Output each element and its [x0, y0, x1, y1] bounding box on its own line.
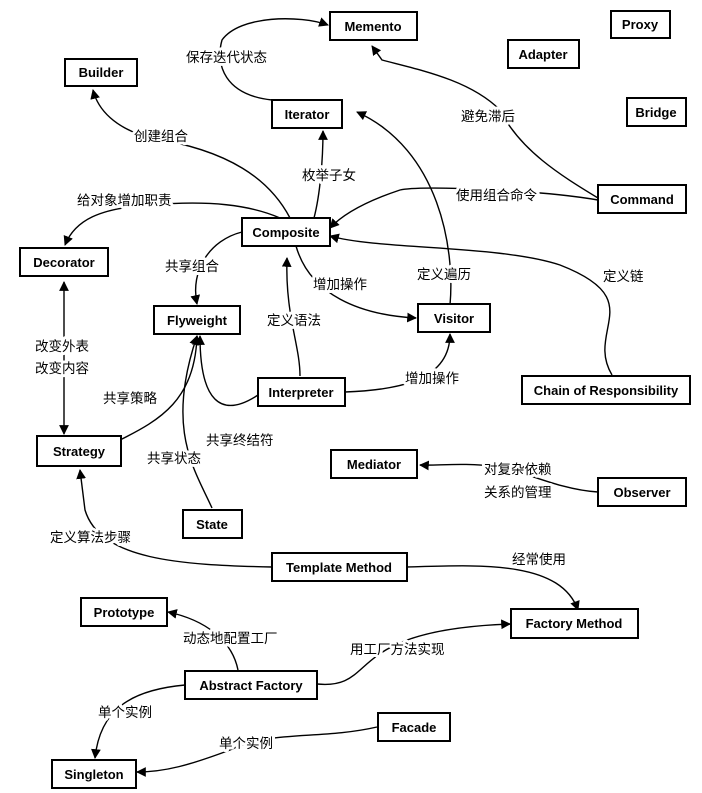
edge-strategy-flyweight [119, 335, 202, 441]
node-bridge-label: Bridge [635, 105, 676, 120]
node-command-label: Command [610, 192, 674, 207]
node-iterator-label: Iterator [285, 107, 330, 122]
node-prototype-label: Prototype [94, 605, 155, 620]
edge-abstract-factory-factory-method [316, 619, 511, 686]
label-complex-dep-1: 对复杂依赖 [484, 461, 552, 478]
edge-template-strategy [76, 469, 273, 568]
edge-abstract-factory-singleton [91, 684, 186, 759]
node-memento: Memento [329, 11, 418, 41]
edge-visitor-iterator [356, 111, 452, 306]
node-proxy-label: Proxy [622, 17, 659, 32]
node-template-method-label: Template Method [286, 560, 392, 575]
node-facade-label: Facade [392, 720, 437, 735]
label-define-grammar: 定义语法 [267, 313, 321, 329]
edge-interpreter-composite [281, 257, 301, 377]
label-share-terminal: 共享终结符 [206, 432, 274, 449]
edge-composite-builder [90, 89, 291, 219]
node-iterator: Iterator [271, 99, 343, 129]
node-strategy: Strategy [36, 435, 122, 467]
node-interpreter-label: Interpreter [268, 385, 333, 400]
edge-abstract-factory-prototype [167, 609, 239, 671]
node-composite-label: Composite [252, 225, 319, 240]
edge-state-flyweight [182, 335, 213, 509]
label-share-state: 共享状态 [147, 450, 201, 467]
node-state-label: State [196, 517, 228, 532]
label-avoid-lag: 避免滞后 [461, 109, 515, 125]
edge-composite-iterator [313, 130, 328, 219]
node-interpreter: Interpreter [257, 377, 346, 407]
node-observer: Observer [597, 477, 687, 507]
node-facade: Facade [377, 712, 451, 742]
node-factory-method-label: Factory Method [526, 616, 623, 631]
node-builder: Builder [64, 58, 138, 87]
label-change-skin-1: 改变外表 [35, 339, 89, 355]
label-add-operation-1: 增加操作 [313, 277, 367, 293]
label-single-instance-2: 单个实例 [219, 736, 273, 752]
label-single-instance-1: 单个实例 [98, 705, 152, 721]
node-bridge: Bridge [626, 97, 687, 127]
label-enumerate-children: 枚举子女 [302, 167, 356, 184]
node-template-method: Template Method [271, 552, 408, 582]
edge-composite-flyweight [190, 231, 243, 305]
node-decorator: Decorator [19, 247, 109, 277]
node-prototype: Prototype [80, 597, 168, 627]
node-mediator-label: Mediator [347, 457, 401, 472]
edge-iterator-memento [219, 17, 329, 101]
label-dynamic-config-factory: 动态地配置工厂 [183, 631, 278, 647]
node-chain-of-responsibility: Chain of Responsibility [521, 375, 691, 405]
label-share-strategy: 共享策略 [103, 390, 157, 407]
edge-observer-mediator [419, 460, 599, 493]
node-singleton: Singleton [51, 759, 137, 789]
label-define-chain: 定义链 [603, 269, 644, 285]
node-composite: Composite [241, 217, 331, 247]
node-proxy: Proxy [610, 10, 671, 39]
node-observer-label: Observer [613, 485, 670, 500]
node-adapter: Adapter [507, 39, 580, 69]
node-builder-label: Builder [79, 65, 124, 80]
label-add-responsibility: 给对象增加职责 [77, 193, 172, 209]
label-use-composite-command: 使用组合命令 [456, 187, 537, 204]
label-complex-dep-2: 关系的管理 [484, 485, 552, 501]
node-flyweight: Flyweight [153, 305, 241, 335]
node-visitor: Visitor [417, 303, 491, 333]
edge-interpreter-flyweight [195, 335, 259, 407]
label-change-skin-2: 改变内容 [35, 360, 89, 377]
label-impl-with-factory-method: 用工厂方法实现 [350, 642, 445, 658]
label-save-iteration-state: 保存迭代状态 [186, 50, 267, 66]
node-decorator-label: Decorator [33, 255, 94, 270]
node-abstract-factory: Abstract Factory [184, 670, 318, 700]
node-adapter-label: Adapter [518, 47, 567, 62]
node-visitor-label: Visitor [434, 311, 474, 326]
edge-command-memento [371, 45, 599, 199]
node-factory-method: Factory Method [510, 608, 639, 639]
edge-template-factory-method [406, 565, 580, 611]
node-mediator: Mediator [330, 449, 418, 479]
label-add-operation-2: 增加操作 [405, 371, 459, 387]
node-singleton-label: Singleton [64, 767, 123, 782]
label-define-algorithm-steps: 定义算法步骤 [50, 530, 131, 546]
node-command: Command [597, 184, 687, 214]
label-share-composite: 共享组合 [165, 258, 219, 275]
node-memento-label: Memento [344, 19, 401, 34]
node-strategy-label: Strategy [53, 444, 106, 459]
label-often-use: 经常使用 [512, 551, 566, 568]
label-define-traversal: 定义遍历 [417, 267, 471, 283]
edge-command-composite [329, 187, 599, 229]
edge-interpreter-visitor [344, 333, 455, 393]
edge-chain-composite [329, 233, 613, 376]
node-chain-of-responsibility-label: Chain of Responsibility [534, 383, 679, 398]
label-create-composite: 创建组合 [134, 129, 188, 145]
edge-composite-decorator [63, 202, 281, 246]
node-abstract-factory-label: Abstract Factory [199, 678, 303, 693]
node-state: State [182, 509, 243, 539]
edge-facade-singleton [136, 726, 378, 777]
edge-composite-visitor [295, 245, 417, 323]
node-flyweight-label: Flyweight [167, 313, 228, 328]
